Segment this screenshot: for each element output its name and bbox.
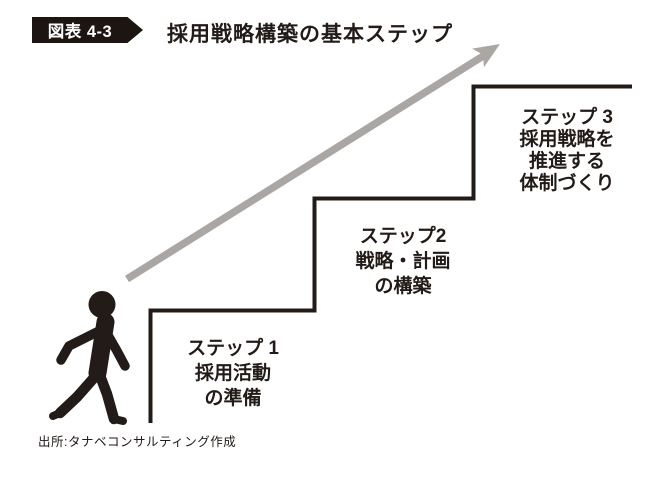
- step-2-line-3: の構築: [374, 276, 432, 297]
- step-3-line-4: 体制づくり: [519, 173, 615, 194]
- step-2-line-1: ステップ2: [359, 226, 447, 247]
- figure-title: 採用戦略構築の基本ステップ: [167, 23, 453, 46]
- growth-arrow-icon: [125, 44, 500, 283]
- staircase-outline: [148, 84, 632, 423]
- walking-person-icon: [49, 291, 130, 425]
- step-1-label: ステップ 1 採用活動 の準備: [158, 336, 308, 411]
- figure-number-label: 図表 4-3: [47, 23, 113, 41]
- step-2-label: ステップ2 戦略・計画 の構築: [328, 224, 478, 299]
- step-3-line-1: ステップ 3: [521, 107, 613, 128]
- step-1-line-2: 採用活動: [194, 363, 271, 384]
- source-note: 出所:タナベコンサルティング作成: [38, 435, 237, 449]
- step-1-line-3: の準備: [204, 388, 262, 409]
- figure-number-badge: 図表 4-3: [32, 17, 143, 43]
- step-3-line-3: 推進する: [528, 151, 605, 172]
- step-2-line-2: 戦略・計画: [355, 251, 451, 272]
- step-3-line-2: 採用戦略を: [519, 129, 615, 150]
- step-3-label: ステップ 3 採用戦略を 推進する 体制づくり: [487, 107, 647, 195]
- step-1-line-1: ステップ 1: [187, 338, 279, 359]
